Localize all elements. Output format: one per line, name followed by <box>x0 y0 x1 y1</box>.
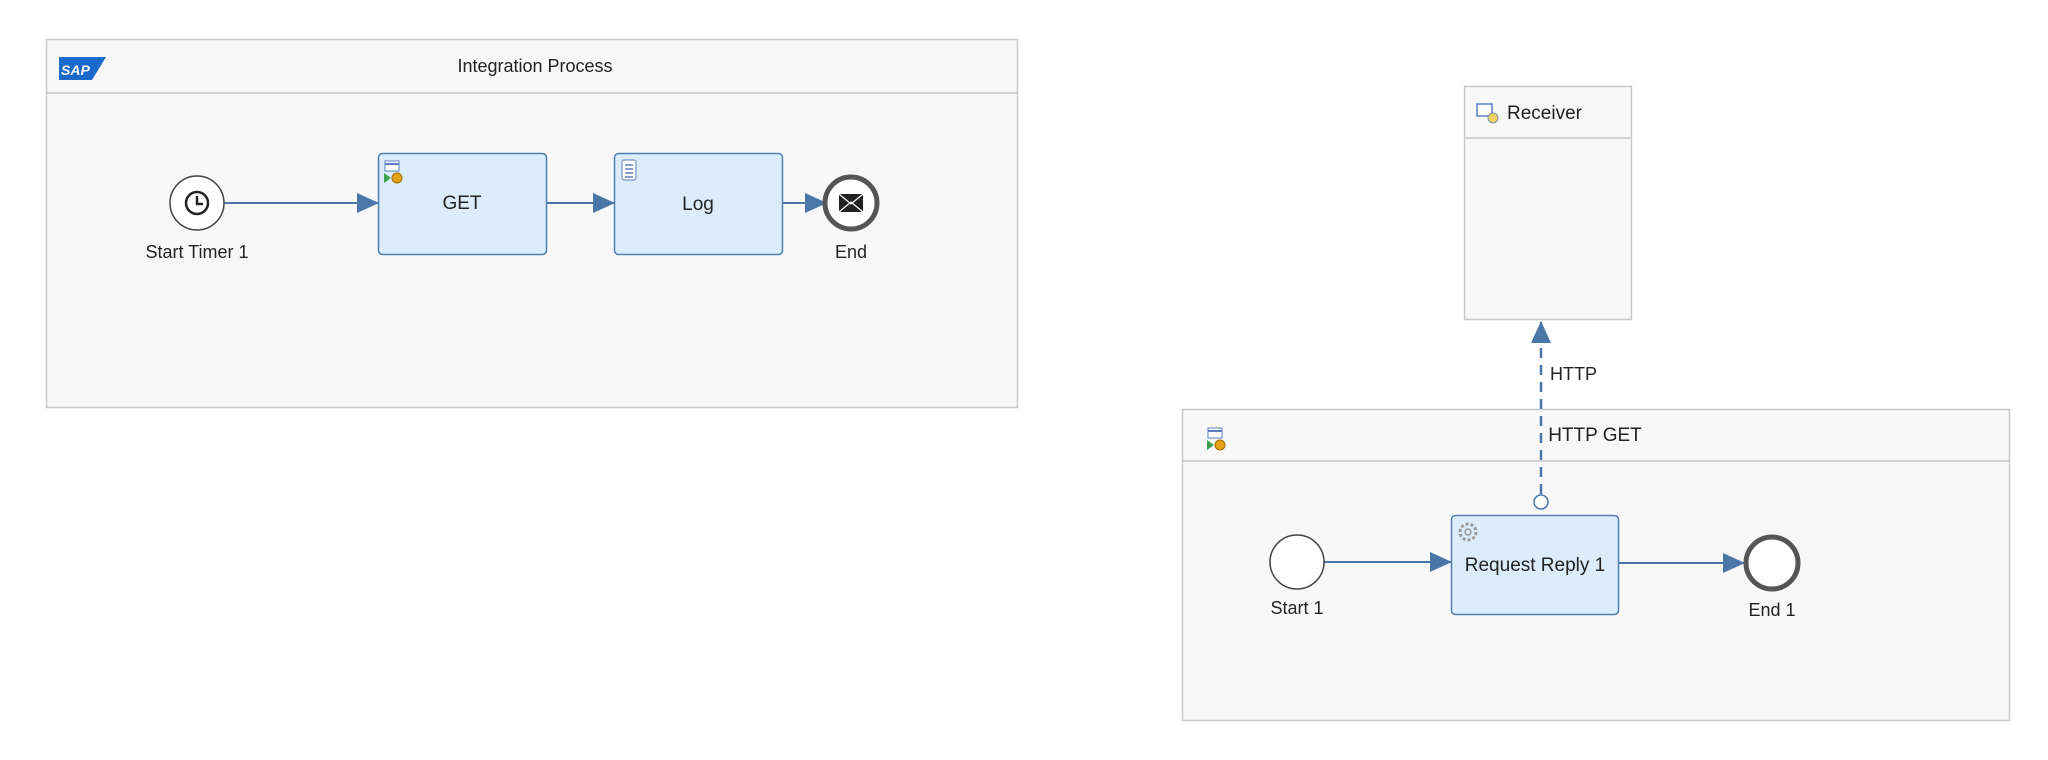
start-label: Start 1 <box>1270 598 1323 618</box>
task-get[interactable]: GET <box>377 152 548 256</box>
task-request-reply[interactable]: Request Reply 1 <box>1450 514 1620 616</box>
task-label: GET <box>442 193 481 214</box>
envelope-icon <box>838 193 864 213</box>
end-label: End <box>835 242 867 262</box>
script-icon <box>621 159 637 181</box>
receiver-system-icon <box>1476 103 1499 124</box>
end-message-event[interactable] <box>822 174 880 232</box>
sap-logo: SAP <box>59 57 106 80</box>
gear-icon <box>1458 522 1478 542</box>
svg-text:SAP: SAP <box>61 62 90 78</box>
task-log[interactable]: Log <box>613 152 784 256</box>
pool-title: HTTP GET <box>1548 425 1642 446</box>
receiver-title: Receiver <box>1507 103 1583 124</box>
clock-icon <box>184 190 210 216</box>
task-label: Log <box>682 194 714 215</box>
connection-label: HTTP <box>1550 364 1597 384</box>
start-event[interactable] <box>1269 534 1325 590</box>
start-timer-label: Start Timer 1 <box>145 242 248 262</box>
task-label: Request Reply 1 <box>1465 555 1605 576</box>
end-event[interactable] <box>1743 534 1801 592</box>
pool-title: Integration Process <box>457 56 612 76</box>
start-timer-event[interactable] <box>169 175 225 231</box>
end-label: End 1 <box>1748 600 1795 620</box>
receiver-participant[interactable]: Receiver <box>1463 85 1633 321</box>
message-flow-http[interactable] <box>1531 321 1551 510</box>
process-call-icon <box>1207 427 1226 451</box>
process-call-icon <box>384 160 403 184</box>
